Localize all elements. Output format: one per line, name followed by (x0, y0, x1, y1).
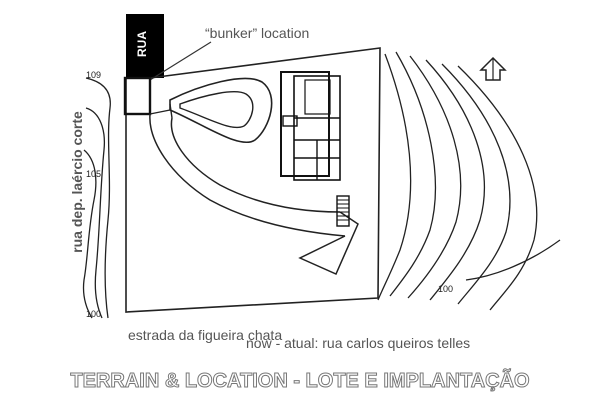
driveway-loop-inner (179, 91, 254, 129)
contour-label-105: 105 (86, 169, 101, 179)
driveway-end (298, 211, 359, 275)
driveway-inner-edge (170, 117, 341, 213)
contour-label-109: 109 (86, 70, 101, 80)
driveway-outer-edge (149, 113, 346, 237)
street-top-label: RUA (135, 31, 149, 57)
footer-title: TERRAIN & LOCATION - LOTE E IMPLANTAÇÃO (70, 369, 529, 392)
bunker-box (123, 76, 152, 116)
house-plan (280, 71, 341, 181)
lot-boundary (125, 47, 381, 313)
staircase (336, 195, 350, 227)
street-side-label: rua dep. laércio corte (69, 111, 85, 253)
bunker-label: “bunker” location (205, 25, 309, 41)
right-contours (377, 51, 561, 311)
driveway-loop (169, 77, 273, 143)
road-new-label: now - atual: rua carlos queiros telles (246, 335, 470, 351)
road-old-label: estrada da figueira chata (128, 327, 282, 343)
contour-label-100-left: 100 (86, 309, 101, 319)
left-contours (82, 77, 111, 319)
street-stripe (126, 14, 164, 78)
north-arrow-icon (479, 56, 507, 81)
contour-label-100-right: 100 (438, 284, 453, 294)
bunker-leader-line (149, 41, 212, 81)
